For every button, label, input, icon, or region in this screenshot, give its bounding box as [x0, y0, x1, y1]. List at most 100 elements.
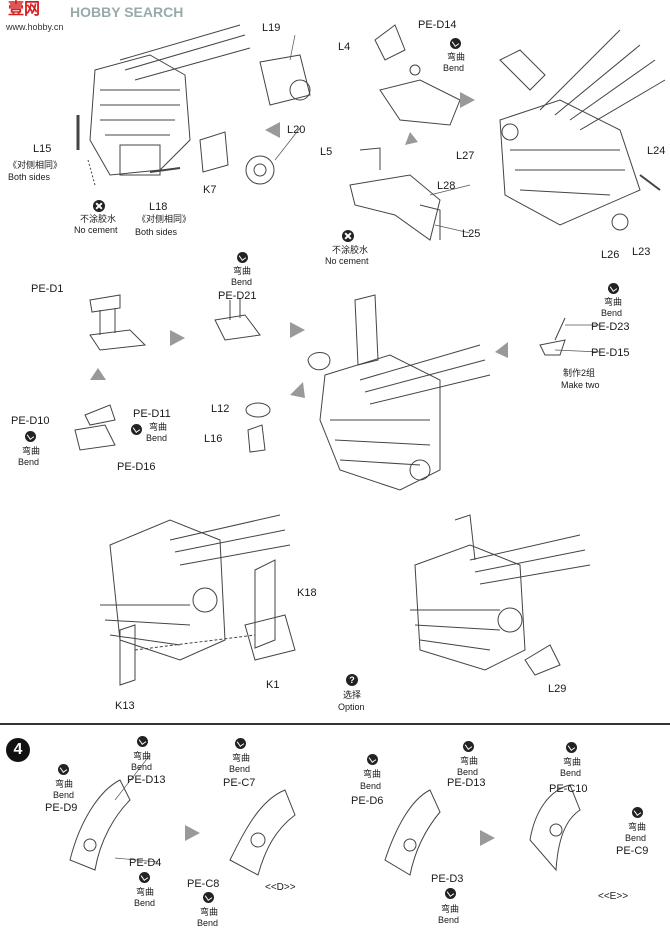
part-label-pe-d15: PE-D15	[591, 347, 630, 359]
small-parts-drawing	[349, 24, 461, 241]
pe-subassembly-drawings	[74, 294, 566, 453]
brand-cn-logo: 壹网	[8, 1, 41, 18]
part-label-l24: L24	[647, 145, 666, 157]
bend-en: Bend	[131, 762, 153, 772]
bend-cn: 弯曲	[136, 887, 155, 897]
bend-cn: 弯曲	[628, 822, 647, 832]
bend-en: Bend	[457, 767, 479, 777]
part-label-l23: L23	[632, 246, 651, 258]
part-label-pe-d9: PE-D9	[45, 802, 78, 814]
bend-cn: 弯曲	[363, 769, 382, 779]
bend-en: Bend	[229, 764, 251, 774]
part-label-pe-c9: PE-C9	[616, 845, 649, 857]
part-label-k18: K18	[297, 587, 317, 599]
part-label-l27: L27	[456, 150, 475, 162]
make-two-en: Make two	[561, 380, 600, 390]
part-label-l28: L28	[437, 180, 456, 192]
part-label-pe-d6: PE-D6	[351, 795, 384, 807]
bend-en: Bend	[443, 63, 465, 73]
part-label-l25: L25	[462, 228, 481, 240]
bend-icon	[235, 738, 246, 749]
step4-drawings	[69, 779, 581, 876]
both-sides-en: Both sides	[135, 227, 178, 237]
part-label-pe-c10: PE-C10	[549, 783, 588, 795]
make-two-cn: 制作2组	[563, 368, 596, 378]
part-label-k1: K1	[266, 679, 280, 691]
part-label-l15: L15	[33, 143, 52, 155]
gun-mount-drawing-3	[307, 294, 491, 491]
bend-icon	[608, 283, 619, 294]
part-label-pe-d1: PE-D1	[31, 283, 64, 295]
gun-mount-drawing-1	[76, 24, 311, 186]
bend-cn: 弯曲	[460, 756, 479, 766]
part-label-pe-c8: PE-C8	[187, 878, 220, 890]
bend-icon	[131, 424, 142, 435]
part-label-k7: K7	[203, 184, 217, 196]
part-label-pe-c7: PE-C7	[223, 777, 256, 789]
bend-cn: 弯曲	[55, 779, 74, 789]
bend-icon	[25, 431, 36, 442]
both-sides-en: Both sides	[8, 172, 51, 182]
part-label-l18: L18	[149, 201, 168, 213]
bend-cn: 弯曲	[232, 753, 251, 763]
bend-cn: 弯曲	[604, 297, 623, 307]
gun-mount-drawing-2	[499, 29, 666, 231]
no-cement-en: No cement	[74, 225, 118, 235]
bend-cn: 弯曲	[563, 757, 582, 767]
gun-mount-drawing-5	[410, 514, 591, 676]
part-label-pe-d14: PE-D14	[418, 19, 457, 31]
part-label-l5: L5	[320, 146, 333, 158]
both-sides-cn: 《对侧相同》	[137, 214, 192, 224]
no-cement-cn: 不涂胶水	[332, 245, 369, 255]
part-label-l20: L20	[287, 124, 306, 136]
part-label-l26: L26	[601, 249, 620, 261]
bend-icon	[463, 741, 474, 752]
part-label-pe-d4: PE-D4	[129, 857, 162, 869]
part-label-pe-d11: PE-D11	[133, 408, 171, 420]
part-label-pe-d13: PE-D13	[127, 774, 166, 786]
bend-en: Bend	[625, 833, 647, 843]
bend-cn: 弯曲	[233, 266, 252, 276]
leader-lines	[114, 34, 601, 863]
sub-assembly-e-label: <<E>>	[598, 891, 629, 902]
bend-icon	[566, 742, 577, 753]
brand-logo: HOBBY SEARCH	[70, 4, 184, 20]
step-divider	[0, 723, 670, 725]
sub-assembly-d-label: <<D>>	[265, 882, 296, 893]
both-sides-cn: 《对侧相同》	[8, 160, 63, 170]
bend-en: Bend	[360, 781, 382, 791]
bend-icon	[367, 754, 378, 765]
no-cement-en: No cement	[325, 256, 369, 266]
bend-en: Bend	[601, 308, 623, 318]
bend-icon	[139, 872, 150, 883]
step-number: 4	[6, 738, 30, 762]
bend-cn: 弯曲	[200, 907, 219, 917]
part-label-pe-d13b: PE-D13	[447, 777, 486, 789]
bend-icon	[203, 892, 214, 903]
bend-cn: 弯曲	[447, 52, 466, 62]
option-icon: ?	[346, 674, 358, 686]
option-cn: 选择	[343, 690, 362, 700]
bend-en: Bend	[18, 457, 40, 467]
part-label-k13: K13	[115, 700, 135, 712]
option-en: Option	[338, 702, 365, 712]
bend-en: Bend	[438, 915, 460, 925]
part-label-pe-d10: PE-D10	[11, 415, 50, 427]
brand-url: www.hobby.cn	[6, 22, 64, 32]
bend-icon	[445, 888, 456, 899]
bend-icon	[137, 736, 148, 747]
bend-icon	[632, 807, 643, 818]
no-cement-icon	[342, 230, 354, 242]
bend-cn: 弯曲	[22, 446, 41, 456]
part-label-pe-d3: PE-D3	[431, 873, 464, 885]
bend-icon	[450, 38, 461, 49]
part-label-pe-d16: PE-D16	[117, 461, 156, 473]
part-label-l29: L29	[548, 683, 567, 695]
part-label-pe-d21: PE-D21	[218, 290, 257, 302]
bend-en: Bend	[231, 277, 253, 287]
bend-cn: 弯曲	[149, 422, 168, 432]
bend-en: Bend	[197, 918, 219, 928]
bend-icon	[237, 252, 248, 263]
bend-en: Bend	[134, 898, 156, 908]
